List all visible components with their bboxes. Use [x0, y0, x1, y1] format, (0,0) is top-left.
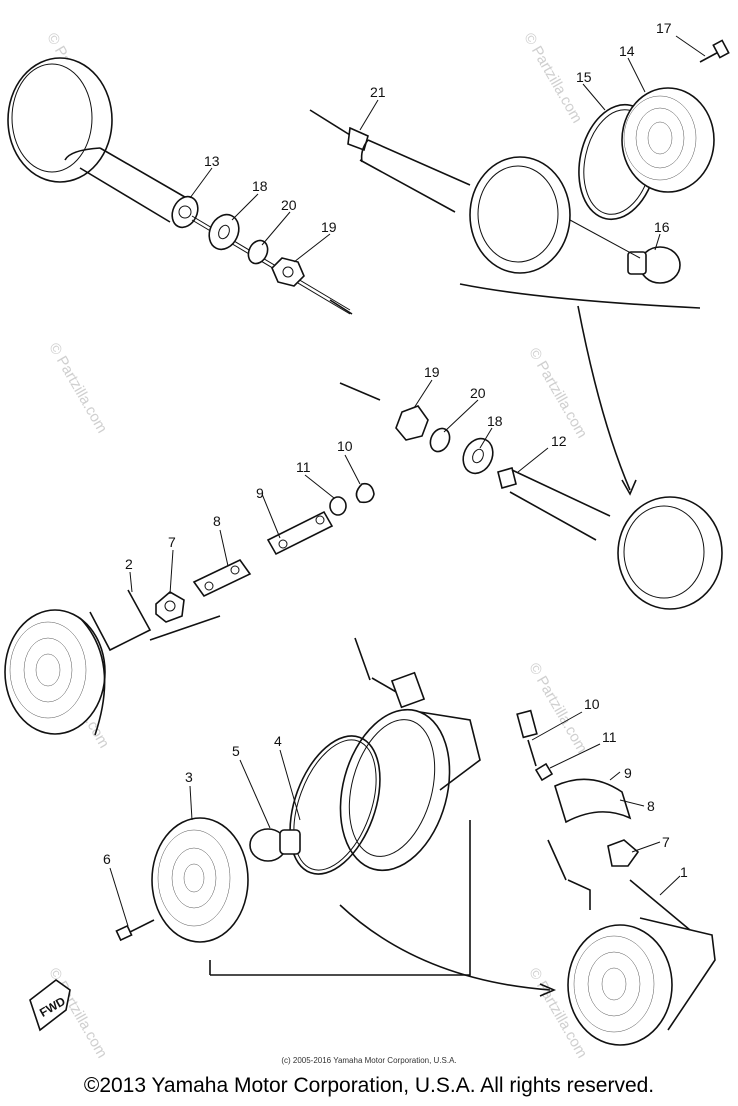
callout-11: 11: [602, 729, 617, 745]
parts-diagram: FWD 13 18 20 19: [4, 20, 730, 1046]
callout-5: 5: [232, 743, 240, 759]
callout-1: 1: [680, 864, 688, 880]
callout-7: 7: [662, 834, 670, 850]
callout-3: 3: [185, 769, 193, 785]
leader-lines: [109, 35, 706, 927]
callout-17: 17: [656, 20, 672, 36]
callout-20: 20: [470, 385, 486, 401]
callout-19: 19: [321, 219, 337, 235]
callout-7: 7: [168, 534, 176, 550]
flasher-assembly-top-right: [309, 39, 730, 309]
callout-2: 2: [125, 556, 133, 572]
callout-10: 10: [337, 438, 353, 454]
callout-9: 9: [256, 485, 264, 501]
callout-9: 9: [624, 765, 632, 781]
callout-8: 8: [647, 798, 655, 814]
callout-18: 18: [487, 413, 503, 429]
callout-6: 6: [103, 851, 111, 867]
connector-arrow: [577, 305, 631, 491]
callout-12: 12: [551, 433, 567, 449]
callout-14: 14: [619, 43, 635, 59]
copyright-small: (c) 2005-2016 Yamaha Motor Corporation, …: [281, 1056, 457, 1065]
flasher-assembly-middle-left: [4, 482, 375, 736]
flasher-assembly-middle-right: [339, 382, 723, 610]
callout-10: 10: [584, 696, 600, 712]
callout-8: 8: [213, 513, 221, 529]
connector-arrow: [339, 904, 551, 991]
callout-13: 13: [204, 153, 220, 169]
callout-4: 4: [274, 733, 282, 749]
callout-18: 18: [252, 178, 268, 194]
callout-21: 21: [370, 84, 386, 100]
callout-19: 19: [424, 364, 440, 380]
callout-11: 11: [296, 459, 311, 475]
fwd-indicator: FWD: [29, 979, 71, 1032]
callout-20: 20: [281, 197, 297, 213]
callout-16: 16: [654, 219, 670, 235]
flasher-assembly-top-left: [7, 57, 353, 315]
callout-15: 15: [576, 69, 592, 85]
callout-labels: 13 18 20 19 21 15 14 17 16 19 20 18 12 1…: [103, 20, 688, 880]
copyright-notice: ©2013 Yamaha Motor Corporation, U.S.A. A…: [83, 1074, 655, 1097]
flasher-assembly-lower: [115, 637, 481, 976]
flasher-assembly-lower-right: [516, 709, 716, 1046]
